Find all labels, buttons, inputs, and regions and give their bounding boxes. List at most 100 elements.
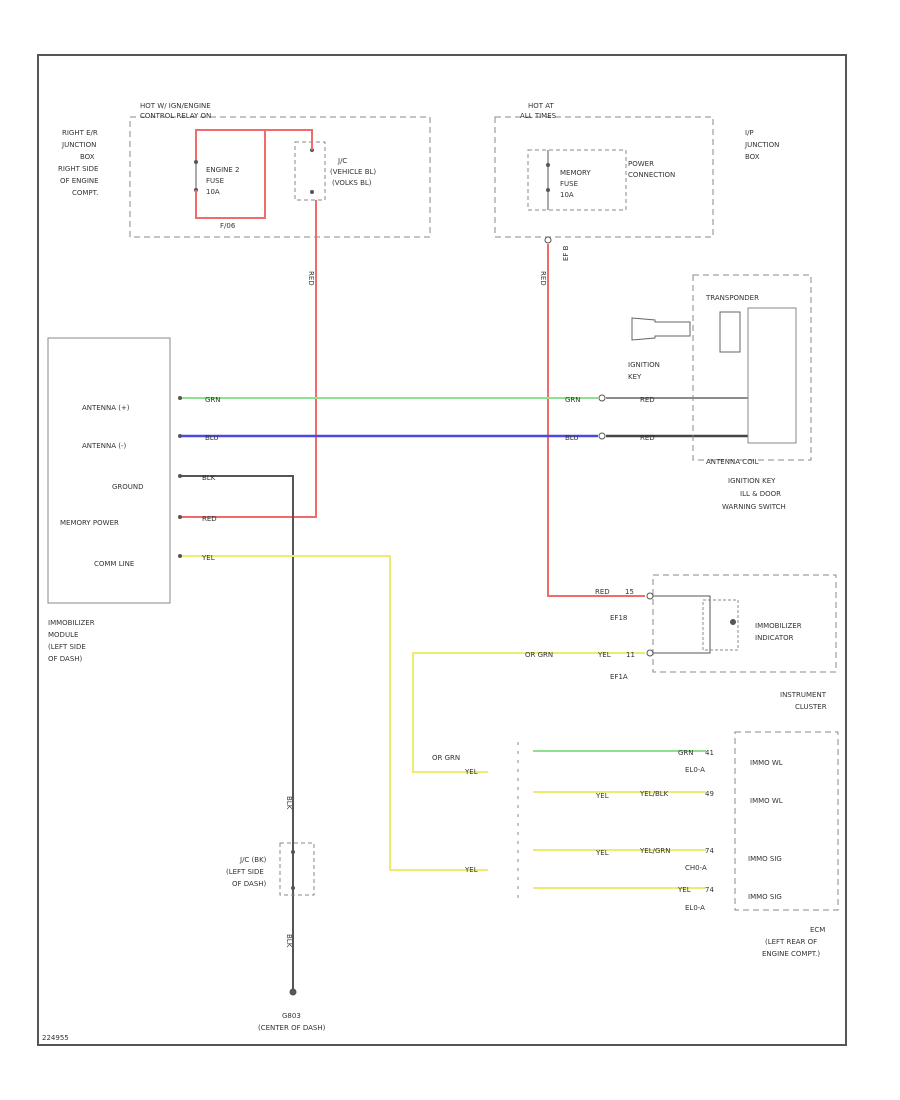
engine-fuse-box-title-2: CONTROL RELAY ON — [140, 112, 211, 120]
wire-green-label-1: GRN — [205, 396, 221, 404]
engine-jb-location-4: RIGHT SIDE — [58, 165, 98, 173]
ecm-row2-pin: 49 — [705, 790, 714, 798]
ignition-switch-caption-1: IGNITION KEY — [728, 477, 776, 485]
instrument-cluster: RED 15 EF18 OR GRN YEL 11 EF1A IMMOBILIZ… — [525, 574, 837, 711]
ecm-row4-connector: EL0-A — [685, 904, 705, 912]
ip-jb-label-3: BOX — [745, 153, 760, 161]
engine2-fuse-pin-label: F/06 — [220, 222, 236, 230]
ecm-caption-3: ENGINE COMPT.) — [762, 950, 820, 958]
ip-jb-pin — [544, 236, 552, 244]
ecm-twist-label-2: YEL/GRN — [639, 847, 670, 855]
ecm-row2-signal: IMMO WL — [750, 797, 783, 805]
engine-jb-location-1: RIGHT E/R — [62, 129, 98, 137]
cluster-pin-yellow — [646, 649, 654, 657]
jc-vehicle-box — [294, 141, 326, 201]
power-connection-label-1: POWER — [628, 160, 654, 168]
antenna-coil-label: ANTENNA COIL — [706, 458, 759, 466]
wire-yellow-branch — [412, 652, 645, 773]
memory-fuse-pin-top — [546, 163, 550, 167]
wire-blue-label-1: BLU — [205, 434, 218, 442]
wire-comm-label: YEL — [201, 554, 215, 562]
transponder-chip-icon — [719, 311, 741, 353]
immobilizer-pin-antenna-plus: ANTENNA (+) — [82, 404, 130, 412]
ip-fuse-box: HOT AT ALL TIMES MEMORY FUSE 10A POWER C… — [494, 102, 779, 261]
memory-fuse-label-1: MEMORY — [560, 169, 591, 177]
ignition-switch-outline — [692, 274, 812, 461]
ignition-key-label-1: IGNITION — [628, 361, 660, 369]
engine-jb-location-3: BOX — [80, 153, 95, 161]
immobilizer-indicator-icon — [730, 619, 736, 625]
diagram-code: 224955 — [42, 1034, 69, 1042]
memory-fuse-pin-bottom — [546, 188, 550, 192]
ignition-key-label-2: KEY — [628, 373, 642, 381]
immobilizer-pin-dot-5 — [178, 554, 182, 558]
immobilizer-indicator-lamp-box — [702, 599, 739, 651]
immobilizer-pin-dot-2 — [178, 434, 182, 438]
immobilizer-pin-comm-line: COMM LINE — [94, 560, 134, 568]
wire-red-right-label: RED — [539, 271, 547, 286]
cluster-yel-wire-label: YEL — [597, 651, 611, 659]
ground-label-1: G803 — [282, 1012, 301, 1020]
immobilizer-caption-3: (LEFT SIDE — [48, 643, 86, 651]
wire-red-left-label: RED — [307, 271, 315, 286]
engine2-fuse-label-3: 10A — [206, 188, 220, 196]
ip-fuse-box-title-1: HOT AT — [528, 102, 555, 110]
ignition-switch-caption-2: ILL & DOOR — [740, 490, 781, 498]
wire-ground-label: BLK — [202, 474, 216, 482]
ecm-left-label-1: OR GRN — [432, 754, 460, 762]
instrument-cluster-caption-2: CLUSTER — [795, 703, 827, 711]
ground-label-2: (CENTER OF DASH) — [258, 1024, 326, 1032]
ground-wire-label-1: BLK — [285, 796, 293, 810]
wire-red-fuse-loop — [195, 129, 313, 160]
ignition-switch-caption-3: WARNING SWITCH — [722, 503, 786, 511]
ground-circuit: BLK J/C (BK) (LEFT SIDE OF DASH) BLK G80… — [226, 796, 326, 1032]
engine2-fuse-label-2: FUSE — [206, 177, 224, 185]
immobilizer-pin-dot-4 — [178, 515, 182, 519]
wire-memory-label: RED — [202, 515, 217, 523]
ignition-key-icon — [631, 317, 691, 341]
ecm-caption-1: ECM — [810, 926, 825, 934]
ecm-twist-label-1: YEL/BLK — [639, 790, 669, 798]
jc-vehicle-label-1: J/C — [337, 157, 347, 165]
cluster-pin-red — [646, 592, 654, 600]
immobilizer-pin-ground: GROUND — [112, 483, 144, 491]
immobilizer-pin-dot-1 — [178, 396, 182, 400]
ignition-pin-2 — [598, 432, 606, 440]
ignition-key-switch: TRANSPONDER IGNITION KEY ANTENNA COIL IG… — [598, 274, 812, 511]
ip-fuse-box-title-2: ALL TIMES — [520, 112, 557, 120]
ip-jb-pin-label: EF B — [562, 245, 570, 261]
ecm-row3-wire-label: YEL — [595, 849, 609, 857]
immobilizer-caption-2: MODULE — [48, 631, 78, 639]
ecm-row1-pin: 41 — [705, 749, 714, 757]
wire-red-fuse-return — [195, 130, 266, 219]
ground-jc-pin-1 — [291, 850, 295, 854]
ground-point-icon — [289, 988, 297, 996]
power-connection-box — [527, 149, 627, 211]
jc-vehicle-label-2: (VEHICLE BL) — [330, 168, 376, 176]
instrument-cluster-caption-1: INSTRUMENT — [780, 691, 827, 699]
immobilizer-pin-antenna-minus: ANTENNA (-) — [82, 442, 126, 450]
wire-red-memory-power — [180, 200, 317, 518]
ground-jc-label-3: OF DASH) — [232, 880, 267, 888]
memory-fuse-label-2: FUSE — [560, 180, 578, 188]
cluster-yel-pin-label: 11 — [626, 651, 635, 659]
immobilizer-indicator-label-1: IMMOBILIZER — [755, 622, 802, 630]
diagram-frame — [37, 54, 847, 1046]
engine2-fuse-pin-top — [194, 160, 198, 164]
ground-jc-pin-2 — [291, 886, 295, 890]
wire-blue-label-3: RED — [640, 434, 655, 442]
ecm: OR GRN YEL YEL GRN 41 EL0-A IMMO WL YEL … — [432, 731, 839, 958]
ignition-pin-1 — [598, 394, 606, 402]
cluster-internal-wire — [653, 595, 711, 654]
ip-jb-label-1: I/P — [745, 129, 754, 137]
ecm-outline — [734, 731, 839, 911]
ecm-row1-signal: IMMO WL — [750, 759, 783, 767]
cluster-red-pin-label: 15 — [625, 588, 634, 596]
ecm-row3-pin: 74 — [705, 847, 714, 855]
cluster-conn-2: EF1A — [610, 673, 628, 681]
ecm-row4-wire-label: YEL — [677, 886, 691, 894]
wire-red-cluster — [547, 244, 645, 597]
ground-wire-label-2: BLK — [285, 934, 293, 948]
immobilizer-module: ANTENNA (+) ANTENNA (-) GROUND MEMORY PO… — [47, 337, 182, 663]
